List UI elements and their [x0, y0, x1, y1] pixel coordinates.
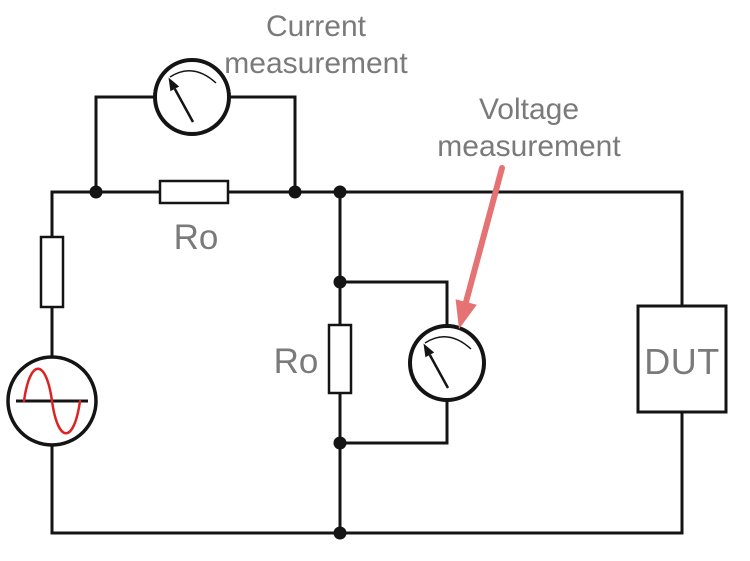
wire-ammeter-loop-right: [230, 95, 297, 192]
meter-needle-icon: [423, 336, 472, 389]
junction-dot: [89, 185, 103, 199]
shunt-resistor: [327, 323, 353, 395]
voltage-measurement-label-line1: Voltage: [479, 93, 579, 126]
current-measurement-label-line2: measurement: [224, 47, 408, 80]
current-measurement-label-line1: Current: [266, 10, 367, 43]
wire-bottom-rail: [50, 412, 684, 535]
sine-wave-icon: [22, 367, 82, 435]
annotation-arrow-shaft: [463, 165, 505, 305]
annotation-arrow-head-icon: [455, 299, 477, 329]
voltage-measurement-label-line2: measurement: [437, 130, 621, 163]
meter-needle: [173, 88, 195, 123]
junction-dot: [333, 275, 347, 289]
junction-dots: [89, 185, 347, 540]
series-resistor-label: Ro: [174, 218, 219, 257]
wires: [50, 95, 684, 535]
meter-scale-arc: [424, 336, 472, 350]
source-resistor: [39, 235, 65, 309]
shunt-resistor-label: Ro: [274, 342, 319, 381]
wire-top-rail: [50, 190, 684, 306]
voltage-annotation-arrow: [455, 165, 505, 329]
junction-dot: [333, 185, 347, 199]
series-resistor: [158, 179, 230, 205]
junction-dot: [333, 436, 347, 450]
junction-dot: [288, 185, 302, 199]
voltage-meter: [408, 324, 486, 402]
dut-label: DUT: [644, 341, 720, 382]
ac-source: [6, 355, 98, 447]
wire-voltmeter-loop-top: [340, 280, 449, 327]
current-meter: [153, 58, 231, 136]
dut-box: [636, 304, 728, 414]
wire-ammeter-loop-left: [94, 95, 155, 192]
meter-scale-arc: [169, 70, 217, 84]
junction-dot: [333, 526, 347, 540]
meter-needle-tip: [423, 343, 435, 358]
meter-needle-tip: [168, 77, 180, 92]
wire-voltmeter-loop-bottom: [340, 399, 449, 445]
meter-needle-icon: [168, 70, 217, 123]
meter-needle: [428, 354, 450, 389]
